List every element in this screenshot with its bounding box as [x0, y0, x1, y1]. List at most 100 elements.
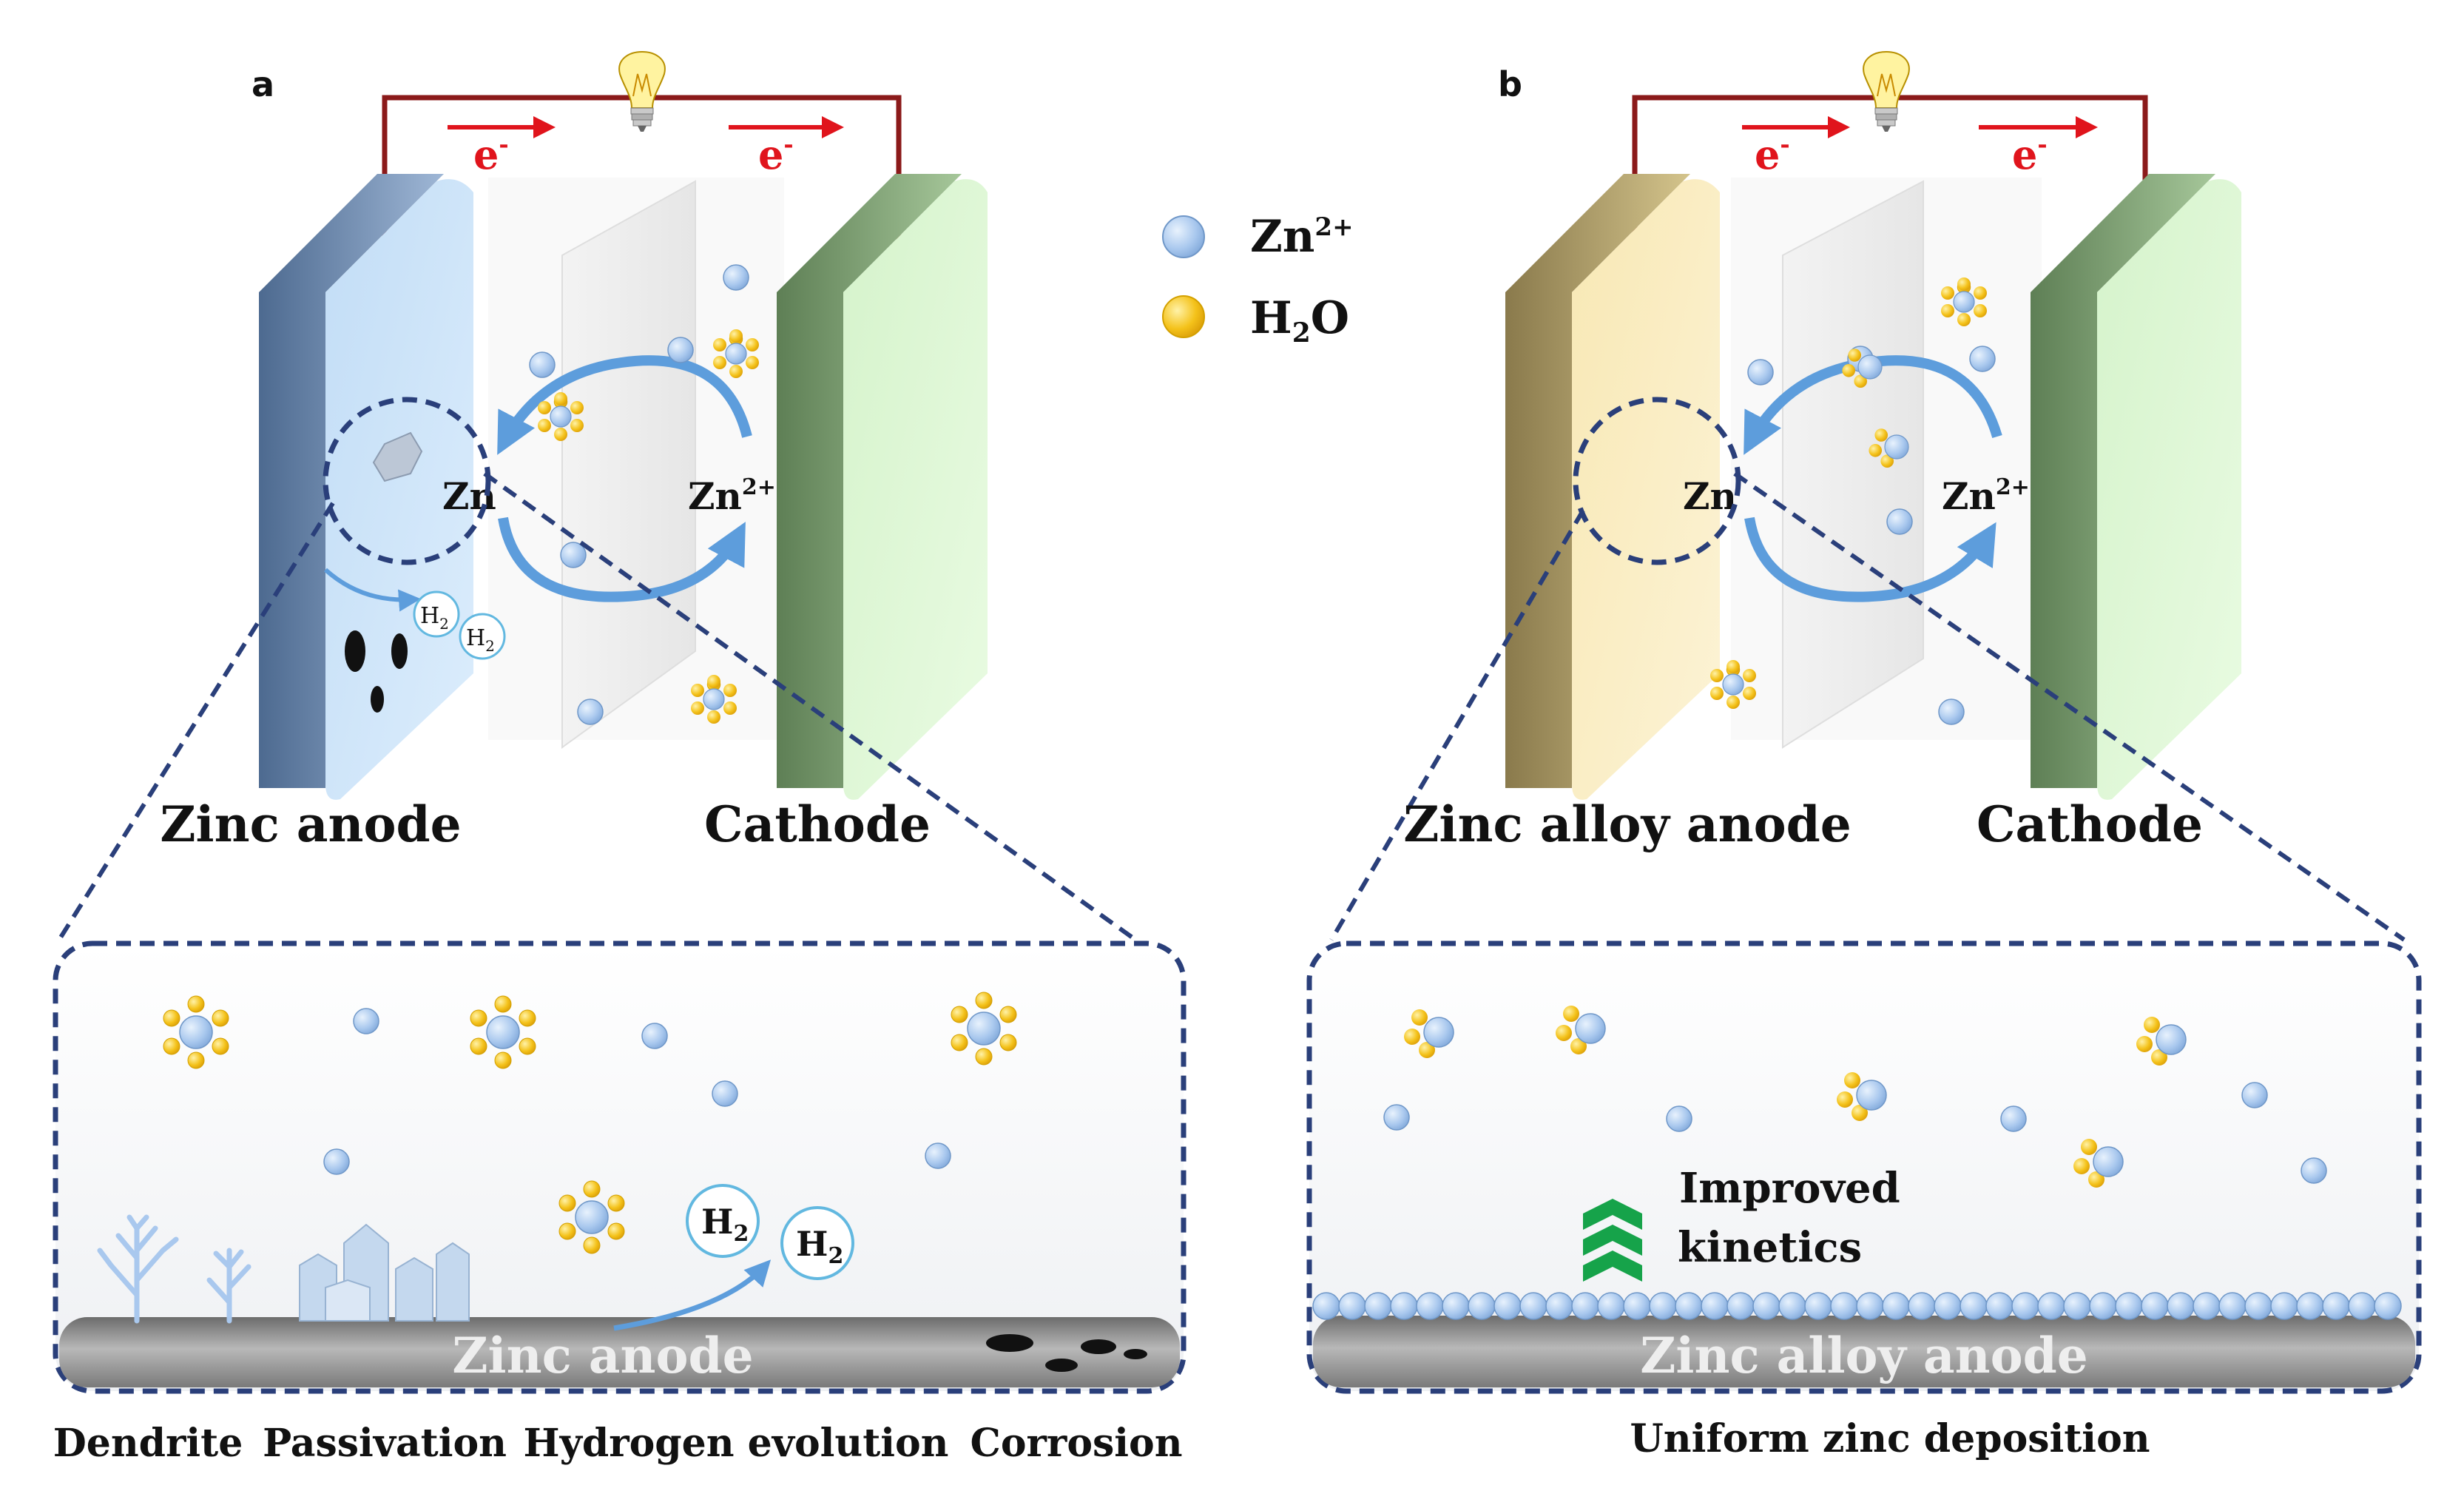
svg-text:H2: H2: [701, 1202, 749, 1247]
panel-b-zn-ion: [1383, 1104, 1410, 1131]
panel-b-letter: b: [1498, 64, 1522, 104]
deposited-zn-atom: [2037, 1292, 2065, 1320]
deposited-zn-atom: [1468, 1292, 1496, 1320]
panel-a-zn-ion: [577, 699, 604, 725]
deposited-zn-atom: [1856, 1292, 1884, 1320]
deposited-zn-atom: [1623, 1292, 1651, 1320]
deposited-zn-atom: [2218, 1292, 2247, 1320]
panel-b-electron-label: e-: [2012, 130, 2048, 178]
deposited-zn-atom: [1390, 1292, 1418, 1320]
panel-b-alloy-anode-base: [1313, 1316, 2415, 1387]
panel-a-lightbulb-icon: [618, 51, 666, 132]
svg-text:H2: H2: [420, 603, 449, 633]
panel-b-kinetics-line2: kinetics: [1678, 1223, 1862, 1272]
panel-a-zn-ion: [925, 1142, 951, 1169]
deposited-zn-atom: [1597, 1292, 1625, 1320]
legend-water-swatch: [1162, 295, 1205, 338]
deposited-zn-atom: [1571, 1292, 1599, 1320]
deposited-zn-atom: [2115, 1292, 2143, 1320]
panel-a-caption-hydrogen-evolution: Hydrogen evolution: [524, 1421, 949, 1466]
passivation-crystal-icon: [299, 1223, 470, 1322]
deposited-zn-atom: [1882, 1292, 1910, 1320]
panel-b-cathode-edge: [2031, 174, 2215, 788]
deposited-zn-atom: [2193, 1292, 2221, 1320]
legend: Zn2+ H2O: [1162, 211, 1354, 349]
panel-b-zn-ion: [1747, 359, 1774, 386]
panel-b-zn-ion: [1969, 346, 1996, 372]
panel-b-cycle-arrow-lower: [1744, 516, 1996, 602]
panel-b-lightbulb-icon: [1863, 51, 1910, 132]
deposited-zn-atom: [1493, 1292, 1522, 1320]
panel-a-zn-ion: [323, 1148, 350, 1175]
panel-a-hydrogen-arrow: [613, 1259, 772, 1331]
panel-b: b e- e- Zn Zn2+ Zinc alloy anode Cath: [1306, 51, 2422, 1461]
panel-a-electron-label: e-: [473, 130, 509, 178]
panel-a-zoom-base-label: Zinc anode: [452, 1327, 753, 1384]
deposited-zn-atom: [2270, 1292, 2298, 1320]
panel-a-caption-passivation: Passivation: [263, 1421, 507, 1466]
deposited-zn-atom: [1312, 1292, 1340, 1320]
panel-a-side-reaction-arrow: [323, 568, 421, 612]
panel-a-zoom-circle: [323, 397, 491, 565]
panel-b-zn-ion: [1886, 508, 1913, 535]
deposited-zn-atom: [1364, 1292, 1392, 1320]
deposited-zn-atom: [1675, 1292, 1703, 1320]
deposited-zn-atom: [1804, 1292, 1832, 1320]
panel-b-separator: [1782, 180, 1924, 749]
panel-a-anode-label: Zinc anode: [160, 795, 461, 853]
panel-a-cathode-label: Cathode: [704, 795, 931, 853]
deposited-zn-atom: [1442, 1292, 1470, 1320]
panel-b-anode-label: Zinc alloy anode: [1403, 795, 1852, 853]
panel-b-zn-ion: [1666, 1105, 1692, 1132]
panel-a-separator: [561, 180, 696, 749]
deposited-zn-atom: [2296, 1292, 2324, 1320]
panel-a-zinc-anode-edge: [259, 174, 444, 788]
svg-text:H2: H2: [466, 625, 495, 655]
panel-a-zn-ion: [712, 1080, 738, 1107]
panel-a-zn-ion: [641, 1023, 668, 1049]
panel-b-alloy-anode-edge: [1505, 174, 1690, 788]
panel-a-zn-ion: [529, 351, 556, 378]
panel-b-kinetics-line1: Improved: [1679, 1164, 1900, 1213]
deposited-zn-atom: [2167, 1292, 2195, 1320]
panel-a-cathode-edge: [777, 174, 962, 788]
panel-b-zn-ion: [2301, 1157, 2327, 1184]
panel-a-corrosion-pit: [345, 630, 365, 672]
panel-a-zn-ion-label: Zn2+: [688, 474, 776, 518]
panel-a-cycle-arrow-lower: [498, 516, 746, 602]
panel-a-corrosion-pit: [1045, 1359, 1078, 1372]
panel-a-zn-ion: [353, 1008, 379, 1034]
panel-b-zn-ion: [2000, 1105, 2027, 1132]
panel-b-zn-label: Zn: [1683, 474, 1737, 518]
deposited-zn-atom: [2244, 1292, 2272, 1320]
deposited-zn-atom: [2322, 1292, 2350, 1320]
panel-b-zoom-circle: [1573, 397, 1741, 565]
panel-b-zn-ion-label: Zn2+: [1942, 474, 2030, 518]
panel-a-zoom-box: [53, 940, 1187, 1394]
panel-a-zinc-anode-base: [59, 1317, 1180, 1387]
panel-a-cathode-plate: [843, 179, 988, 800]
deposited-zn-atom: [1519, 1292, 1547, 1320]
panel-a-letter: a: [252, 64, 274, 104]
panel-b-zoom-line: [1733, 471, 2406, 942]
deposited-zn-atom: [1985, 1292, 2014, 1320]
panel-a-h2-bubble: H2: [413, 590, 460, 638]
deposited-zn-atom: [1778, 1292, 1806, 1320]
panel-b-zn-ion: [1938, 699, 1965, 725]
dendrite-icon: [97, 1214, 252, 1324]
panel-b-caption: Uniform zinc deposition: [1630, 1416, 2150, 1461]
deposited-zn-atom: [1934, 1292, 1962, 1320]
panel-a-zoom-line: [483, 471, 1137, 942]
deposited-zn-atom: [1701, 1292, 1729, 1320]
panel-a-anode-dendrite: [372, 431, 423, 482]
panel-b-alloy-anode-plate: [1572, 179, 1720, 800]
panel-a-zn-ion: [723, 264, 749, 291]
svg-text:H2: H2: [796, 1224, 843, 1269]
deposited-zn-atom: [2089, 1292, 2117, 1320]
panel-a-corrosion-pit: [1081, 1339, 1116, 1354]
panel-a-zoom-h2-bubble: H2: [780, 1206, 854, 1280]
deposited-zn-atom: [2348, 1292, 2376, 1320]
panel-b-cathode-label: Cathode: [1977, 795, 2203, 853]
panel-b-zn-ion: [2241, 1082, 2268, 1108]
